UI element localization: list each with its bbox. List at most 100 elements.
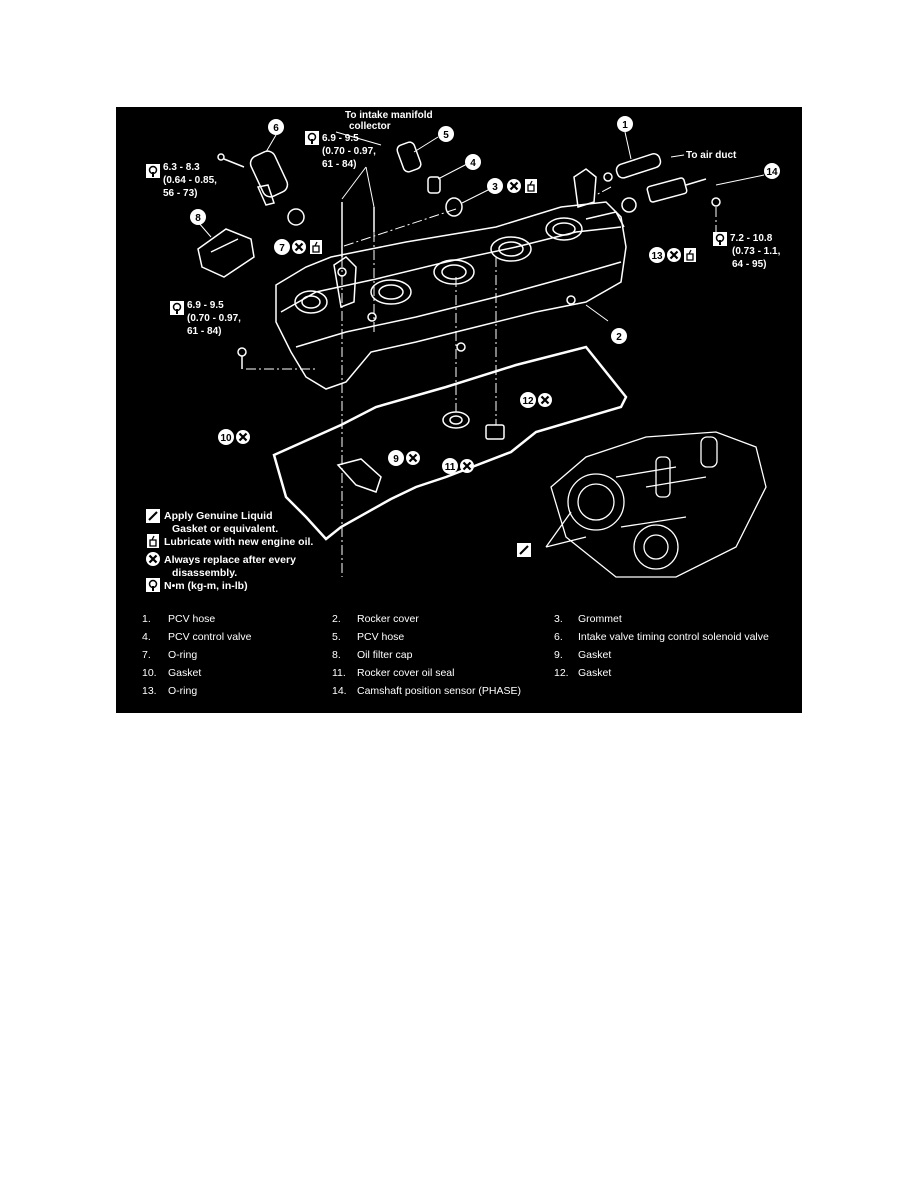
callout-4: 4 xyxy=(465,154,481,170)
svg-text:14: 14 xyxy=(766,167,778,178)
replace-x-icon xyxy=(505,177,523,195)
svg-text:4: 4 xyxy=(470,158,476,169)
callout-6: 6 xyxy=(268,119,284,135)
liquid-gasket-icon xyxy=(517,543,531,557)
part-number: 3. xyxy=(554,613,563,625)
part-name: PCV hose xyxy=(168,613,216,625)
svg-text:12: 12 xyxy=(522,396,534,407)
intake-collector-label-1: To intake manifold xyxy=(345,110,433,121)
parts-row-5: 13. O-ring 14. Camshaft position sensor … xyxy=(116,685,802,701)
svg-text:5: 5 xyxy=(443,130,449,141)
torque-6-line1: 6.3 - 8.3 xyxy=(163,162,200,173)
part-name: Rocker cover oil seal xyxy=(357,667,455,679)
svg-text:8: 8 xyxy=(195,213,201,224)
legend-replace-line2: disassembly. xyxy=(172,567,237,579)
legend-replace-line1: Always replace after every xyxy=(164,554,296,566)
part-number: 5. xyxy=(332,631,341,643)
callout-8: 8 xyxy=(190,209,206,225)
part-number: 9. xyxy=(554,649,563,661)
parts-row-1: 1. PCV hose 2. Rocker cover 3. Grommet xyxy=(116,613,802,629)
replace-x-icon xyxy=(234,428,252,446)
replace-x-icon xyxy=(458,457,476,475)
exploded-view-figure: 6 5 4 3 1 14 8 7 13 2 12 10 9 11 To xyxy=(116,107,802,713)
torque-wrench-icon xyxy=(712,231,728,247)
legend-replace-x-icon xyxy=(144,550,162,568)
torque-top-line3: 61 - 84) xyxy=(322,159,356,170)
svg-text:11: 11 xyxy=(445,462,456,473)
legend-liquid-gasket-line2: Gasket or equivalent. xyxy=(172,523,278,535)
svg-text:9: 9 xyxy=(393,454,399,465)
part-number: 14. xyxy=(332,685,347,697)
part-number: 8. xyxy=(332,649,341,661)
part-name: Gasket xyxy=(578,667,612,679)
oil-can-icon xyxy=(524,178,538,194)
small-parts-drawing xyxy=(197,141,721,493)
legend-liquid-gasket-icon xyxy=(146,509,160,523)
torque-right-line3: 64 - 95) xyxy=(732,259,766,270)
part-name: Gasket xyxy=(578,649,612,661)
svg-text:10: 10 xyxy=(220,433,232,444)
torque-left-line3: 61 - 84) xyxy=(187,326,221,337)
torque-right-line2: (0.73 - 1.1, xyxy=(732,246,781,257)
parts-row-4: 10. Gasket 11. Rocker cover oil seal 12.… xyxy=(116,667,802,683)
torque-wrench-icon xyxy=(169,300,185,316)
intake-collector-label-2: collector xyxy=(349,121,391,132)
part-name: PCV control valve xyxy=(168,631,252,643)
oil-can-icon xyxy=(309,239,323,255)
part-number: 11. xyxy=(332,667,346,679)
callout-10: 10 xyxy=(218,429,234,445)
part-number: 13. xyxy=(142,685,157,697)
legend-oil-can-icon xyxy=(146,533,160,549)
torque-top-line2: (0.70 - 0.97, xyxy=(322,146,376,157)
part-name: PCV hose xyxy=(357,631,405,643)
legend-torque-units: N•m (kg-m, in-lb) xyxy=(164,580,248,592)
svg-text:1: 1 xyxy=(622,120,628,131)
part-number: 10. xyxy=(142,667,157,679)
legend-lubricate: Lubricate with new engine oil. xyxy=(164,536,313,548)
part-number: 7. xyxy=(142,649,151,661)
legend-torque-wrench-icon xyxy=(145,577,161,593)
part-number: 6. xyxy=(554,631,563,643)
oil-can-icon xyxy=(683,247,697,263)
torque-right-line1: 7.2 - 10.8 xyxy=(730,233,773,244)
part-name: Intake valve timing control solenoid val… xyxy=(578,631,769,643)
replace-x-icon xyxy=(290,238,308,256)
replace-x-icon xyxy=(404,449,422,467)
part-name: O-ring xyxy=(168,685,198,697)
callout-9: 9 xyxy=(388,450,404,466)
engine-inset-drawing xyxy=(545,431,767,578)
callout-2: 2 xyxy=(611,328,627,344)
svg-text:13: 13 xyxy=(651,251,663,262)
callout-11: 11 xyxy=(442,458,458,474)
callout-13: 13 xyxy=(649,247,665,263)
part-name: Oil filter cap xyxy=(357,649,413,661)
callout-5: 5 xyxy=(438,126,454,142)
parts-row-3: 7. O-ring 8. Oil filter cap 9. Gasket xyxy=(116,649,802,665)
part-name: Gasket xyxy=(168,667,202,679)
callout-14: 14 xyxy=(764,163,780,179)
torque-wrench-icon xyxy=(304,130,320,146)
svg-text:3: 3 xyxy=(492,182,498,193)
torque-left-line2: (0.70 - 0.97, xyxy=(187,313,241,324)
part-name: O-ring xyxy=(168,649,198,661)
callout-7: 7 xyxy=(274,239,290,255)
torque-wrench-icon xyxy=(145,163,161,179)
parts-row-2: 4. PCV control valve 5. PCV hose 6. Inta… xyxy=(116,631,802,647)
callout-12: 12 xyxy=(520,392,536,408)
part-name: Rocker cover xyxy=(357,613,419,625)
markers xyxy=(145,130,728,557)
svg-text:2: 2 xyxy=(616,332,622,343)
svg-text:6: 6 xyxy=(273,123,279,134)
legend-liquid-gasket-line1: Apply Genuine Liquid xyxy=(164,510,273,522)
torque-left-line1: 6.9 - 9.5 xyxy=(187,300,224,311)
part-name: Camshaft position sensor (PHASE) xyxy=(357,685,521,697)
torque-6-line2: (0.64 - 0.85, xyxy=(163,175,217,186)
callouts: 6 5 4 3 1 14 8 7 13 2 12 10 9 11 xyxy=(190,116,780,474)
torque-top-line1: 6.9 - 9.5 xyxy=(322,133,359,144)
leader-lines xyxy=(197,131,765,322)
guide-lines xyxy=(246,186,717,577)
replace-x-icon xyxy=(665,246,683,264)
part-name: Grommet xyxy=(578,613,622,625)
replace-x-icon xyxy=(536,391,554,409)
part-number: 1. xyxy=(142,613,151,625)
